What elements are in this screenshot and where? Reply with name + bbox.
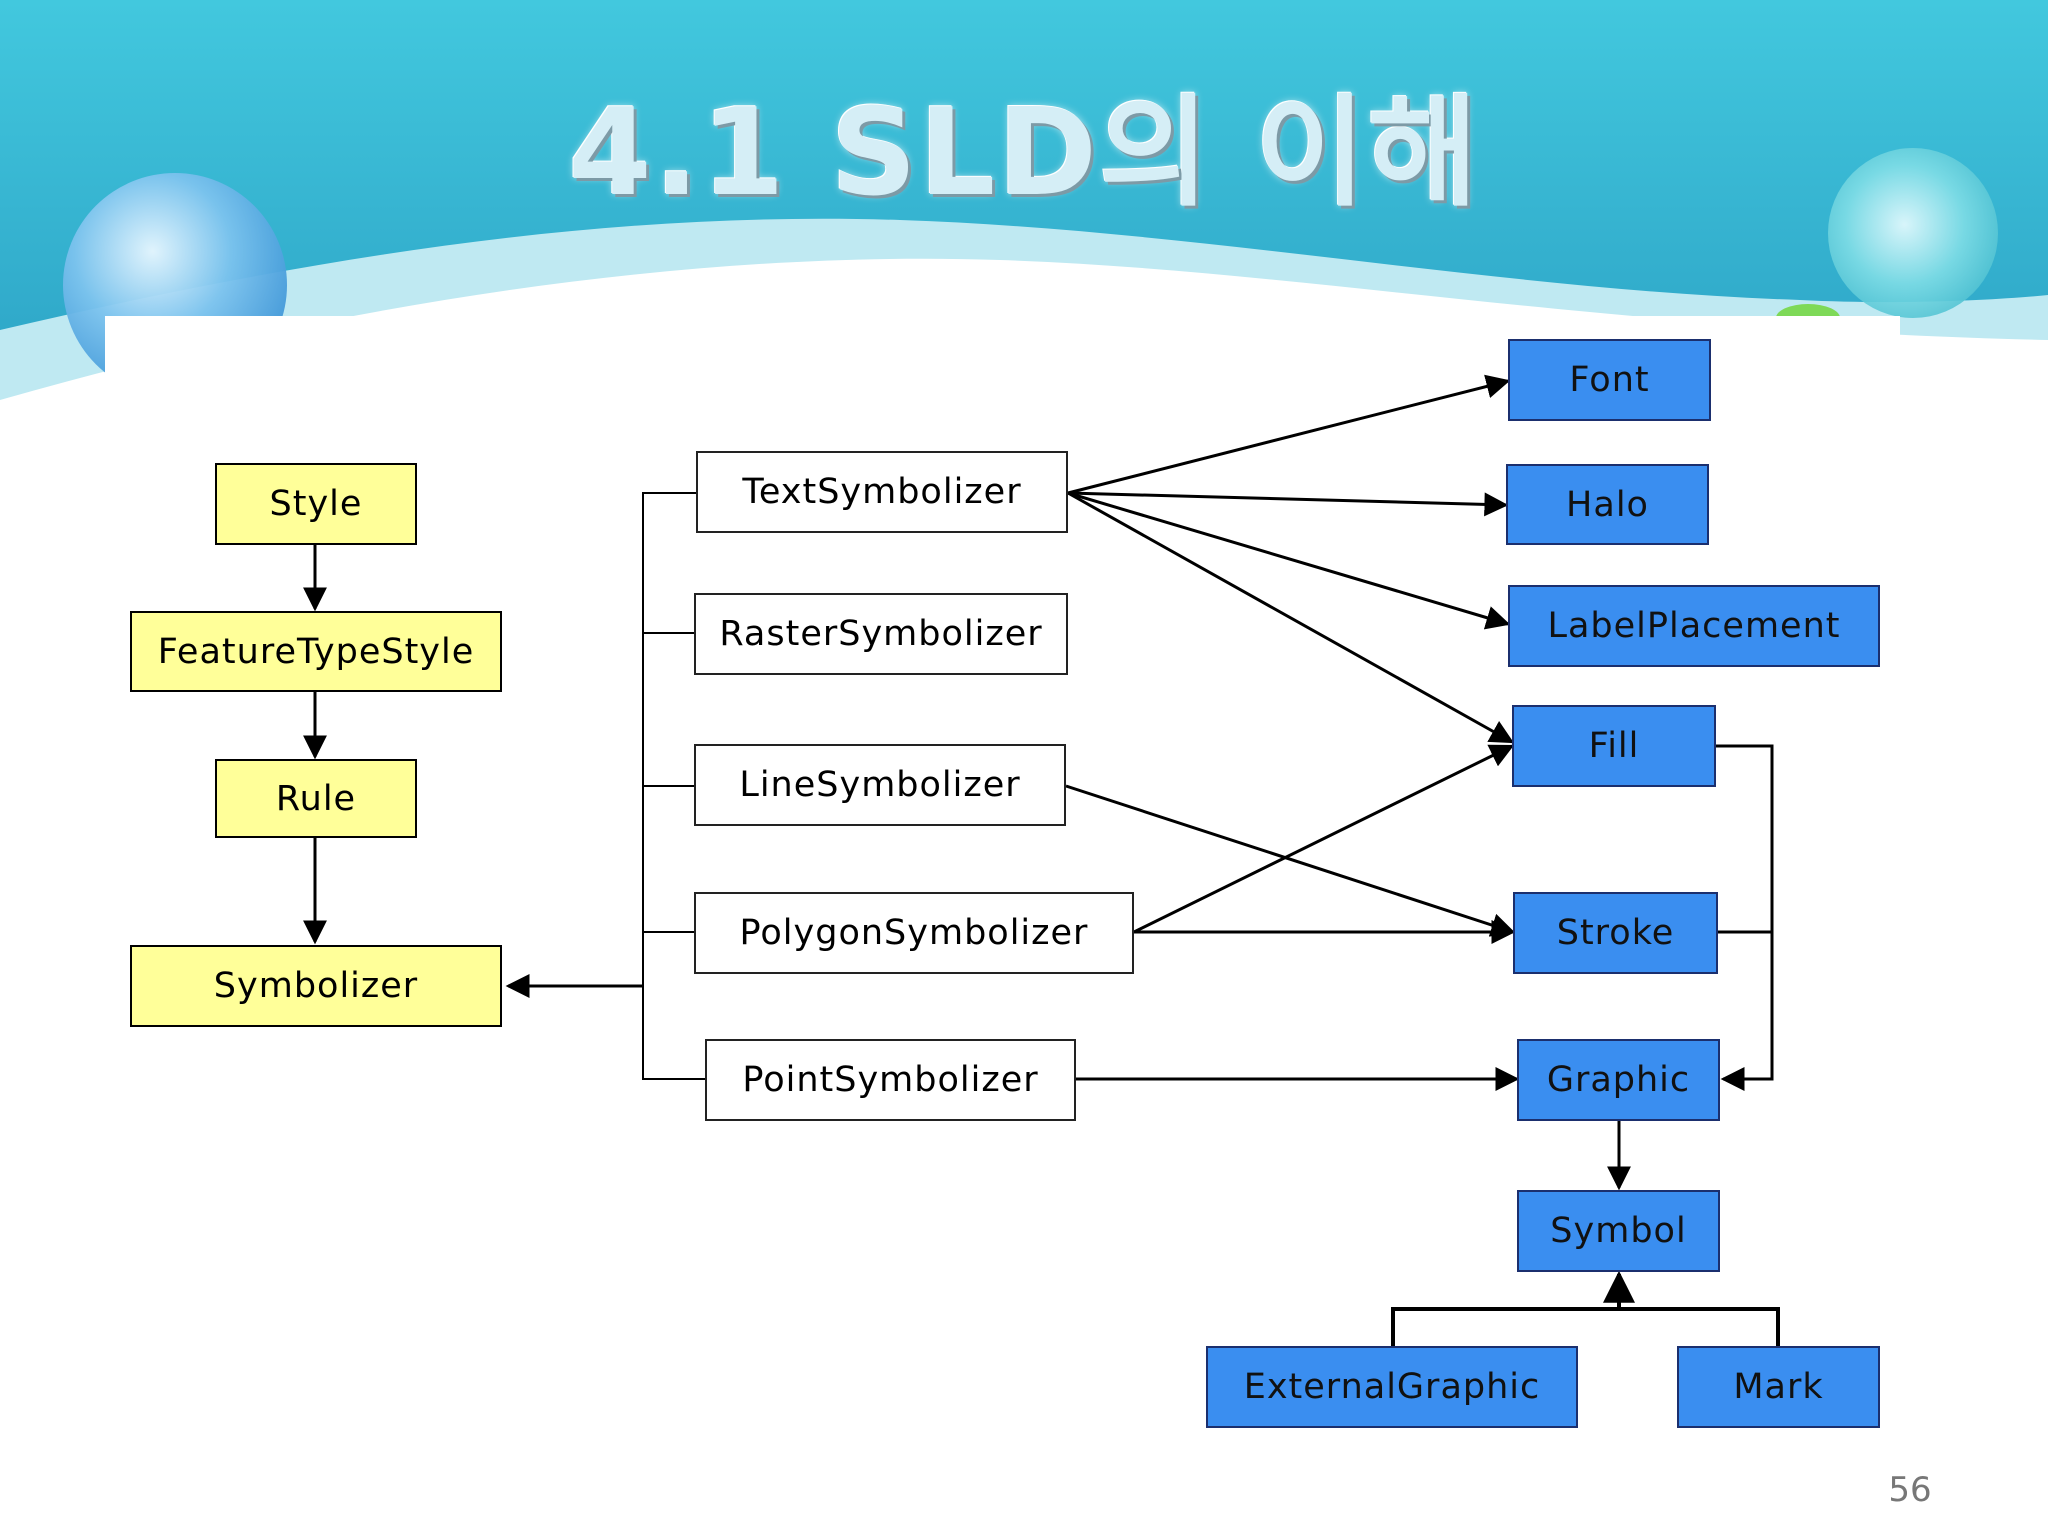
node-linesymbolizer-label: LineSymbolizer	[739, 765, 1021, 805]
node-graphic: Graphic	[1517, 1039, 1720, 1121]
edge-fill-stroke-graphic	[1716, 744, 1774, 1091]
edge-text-font	[1067, 374, 1511, 495]
node-polygonsymbolizer: PolygonSymbolizer	[694, 892, 1134, 974]
node-linesymbolizer: LineSymbolizer	[694, 744, 1066, 826]
node-font-label: Font	[1569, 360, 1650, 400]
node-pointsymbolizer: PointSymbolizer	[705, 1039, 1076, 1121]
node-externalgraphic-label: ExternalGraphic	[1243, 1367, 1541, 1407]
page-number: 56	[1888, 1470, 1932, 1510]
edge-external-mark-symbol	[1391, 1307, 1780, 1346]
slide-title: 4.1 SLD의 이해	[568, 84, 1480, 223]
node-halo: Halo	[1506, 464, 1709, 545]
node-rule-label: Rule	[275, 778, 357, 819]
node-mark-label: Mark	[1733, 1367, 1824, 1407]
node-externalgraphic: ExternalGraphic	[1206, 1346, 1578, 1428]
node-stroke: Stroke	[1513, 892, 1718, 974]
node-featuretypestyle-label: FeatureTypeStyle	[157, 631, 475, 672]
node-halo-label: Halo	[1566, 484, 1649, 525]
edge-text-halo	[1067, 491, 1509, 517]
node-rastersymbolizer-label: RasterSymbolizer	[719, 614, 1043, 654]
node-style: Style	[215, 463, 417, 545]
node-textsymbolizer: TextSymbolizer	[696, 451, 1068, 533]
node-fill-label: Fill	[1588, 726, 1640, 766]
node-fill: Fill	[1512, 705, 1716, 787]
node-stroke-label: Stroke	[1556, 913, 1675, 953]
node-graphic-label: Graphic	[1546, 1060, 1691, 1100]
node-symbol-label: Symbol	[1550, 1211, 1687, 1251]
node-labelplacement: LabelPlacement	[1508, 585, 1880, 667]
node-symbolizer-label: Symbolizer	[213, 966, 419, 1006]
edge-text-fill	[1067, 491, 1515, 744]
edge-polygon-fill	[1133, 744, 1515, 934]
node-rule: Rule	[215, 759, 417, 838]
node-textsymbolizer-label: TextSymbolizer	[742, 472, 1022, 512]
node-symbol: Symbol	[1517, 1190, 1720, 1272]
edge-line-stroke	[1065, 784, 1516, 937]
node-mark: Mark	[1677, 1346, 1880, 1428]
node-rastersymbolizer: RasterSymbolizer	[694, 593, 1068, 675]
node-polygonsymbolizer-label: PolygonSymbolizer	[739, 913, 1089, 953]
node-font: Font	[1508, 339, 1711, 421]
node-featuretypestyle: FeatureTypeStyle	[130, 611, 502, 692]
node-symbolizer: Symbolizer	[130, 945, 502, 1027]
node-labelplacement-label: LabelPlacement	[1547, 606, 1841, 646]
edge-text-labelplacement	[1067, 491, 1511, 630]
node-pointsymbolizer-label: PointSymbolizer	[742, 1060, 1039, 1100]
node-style-label: Style	[269, 484, 363, 524]
